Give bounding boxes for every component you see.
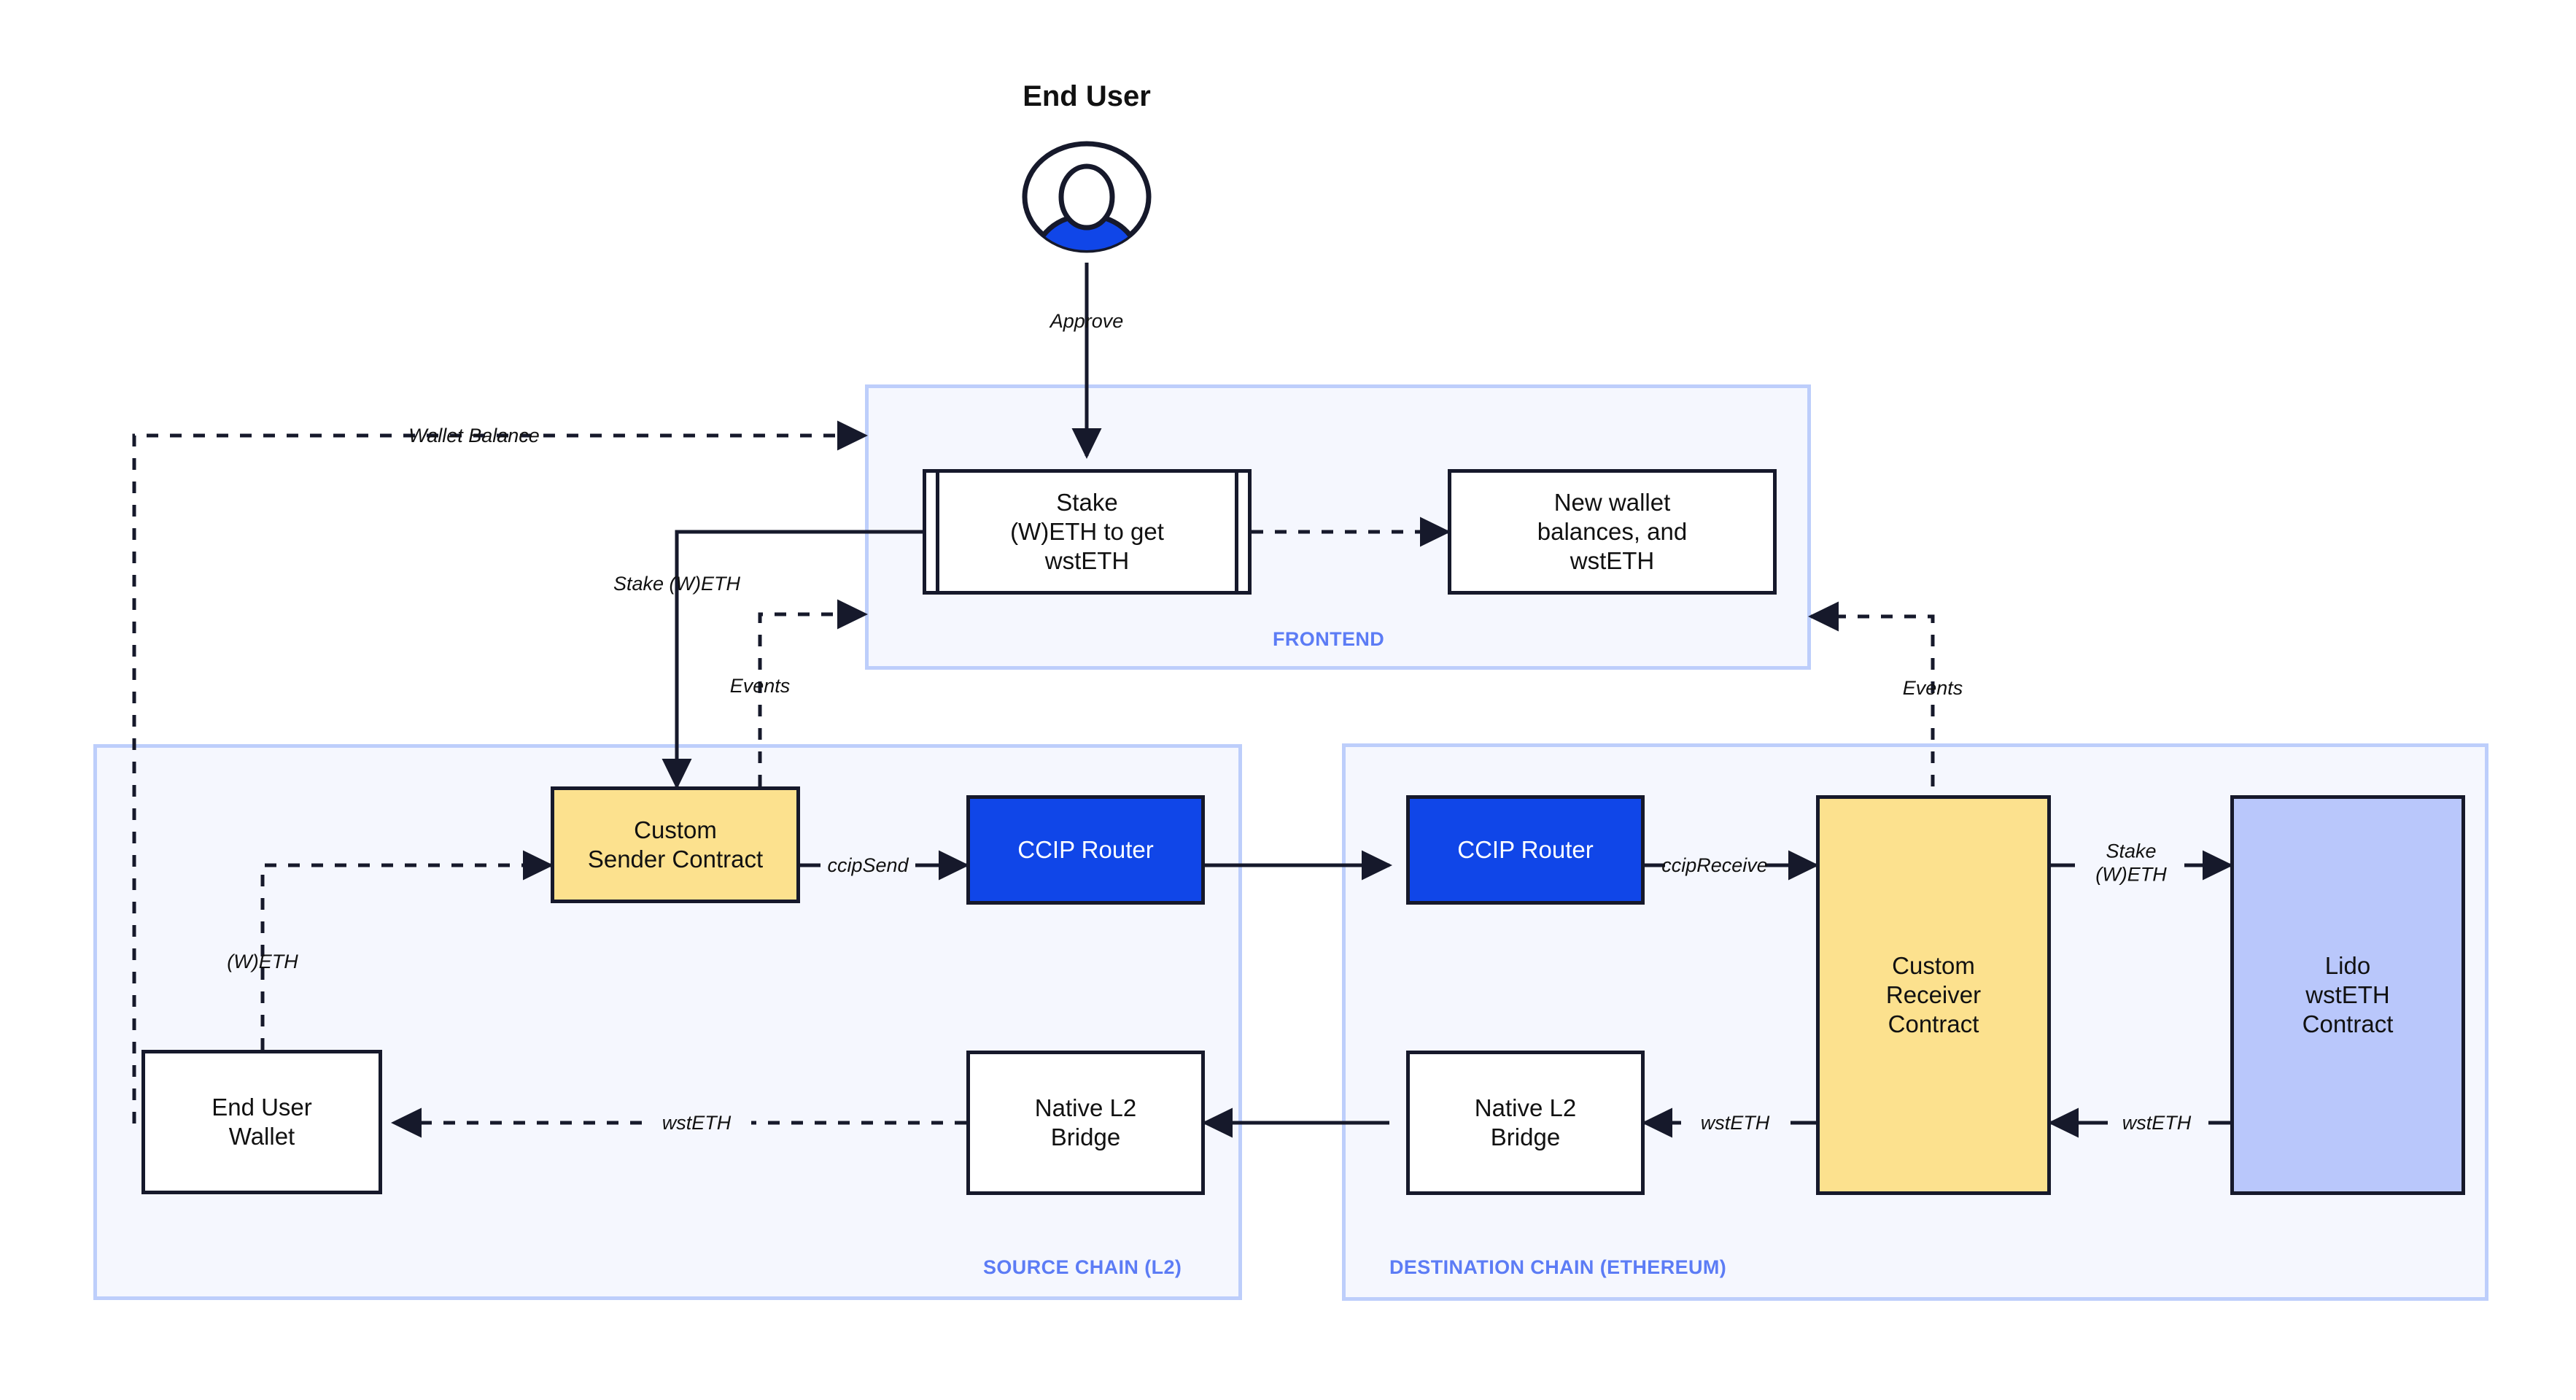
node-ccip-router-source-label: CCIP Router [1017,835,1154,863]
node-stake-form[interactable]: Stake (W)ETH to get wstETH [923,469,1252,595]
node-end-user-wallet[interactable]: End User Wallet [141,1050,382,1194]
node-lido-wsteth-contract[interactable]: Lido wstETH Contract [2230,795,2465,1195]
edge-label-weth: (W)ETH [227,950,298,972]
edge-label-ccip-send: ccipSend [827,854,909,876]
node-custom-sender-contract-label: Custom Sender Contract [587,816,764,873]
edge-label-wsteth-bridge: wstETH [1700,1111,1770,1134]
node-custom-receiver-contract-label: Custom Receiver Contract [1885,951,1982,1038]
node-custom-sender-contract[interactable]: Custom Sender Contract [551,786,800,903]
node-new-wallet-balances-label: New wallet balances, and wstETH [1537,488,1688,575]
zone-frontend-label: FRONTEND [1273,628,1385,650]
node-stake-form-label: Stake (W)ETH to get wstETH [1010,488,1164,575]
node-new-wallet-balances[interactable]: New wallet balances, and wstETH [1448,469,1777,595]
edge-label-stake-weth: Stake (W)ETH [613,572,741,595]
edge-label-wsteth-lido: wstETH [2122,1111,2192,1134]
zone-destination-chain-label: DESTINATION CHAIN (ETHEREUM) [1389,1256,1727,1278]
edge-label-approve: Approve [1050,309,1124,332]
user-avatar-icon [1022,141,1152,253]
node-custom-receiver-contract[interactable]: Custom Receiver Contract [1816,795,2051,1195]
node-native-l2-bridge-source[interactable]: Native L2 Bridge [966,1051,1205,1195]
node-ccip-router-source[interactable]: CCIP Router [966,795,1205,905]
node-ccip-router-destination[interactable]: CCIP Router [1406,795,1645,905]
node-ccip-router-destination-label: CCIP Router [1457,835,1594,863]
edge-label-events-destination: Events [1902,676,1963,699]
edge-label-wallet-balance: Wallet Balance [408,424,540,446]
node-native-l2-bridge-destination[interactable]: Native L2 Bridge [1406,1051,1645,1195]
zone-source-chain-label: SOURCE CHAIN (L2) [983,1256,1182,1278]
edge-label-ccip-receive: ccipReceive [1661,854,1768,876]
node-lido-wsteth-contract-label: Lido wstETH Contract [2302,951,2394,1038]
node-native-l2-bridge-source-label: Native L2 Bridge [1034,1094,1137,1150]
node-native-l2-bridge-destination-label: Native L2 Bridge [1474,1094,1577,1150]
end-user-label: End User [1023,80,1151,112]
edge-label-events-source: Events [729,674,791,697]
node-end-user-wallet-label: End User Wallet [212,1093,312,1150]
edge-label-wsteth-wallet: wstETH [662,1111,732,1134]
edge-label-stake-weth-destination: Stake (W)ETH [2095,840,2167,886]
